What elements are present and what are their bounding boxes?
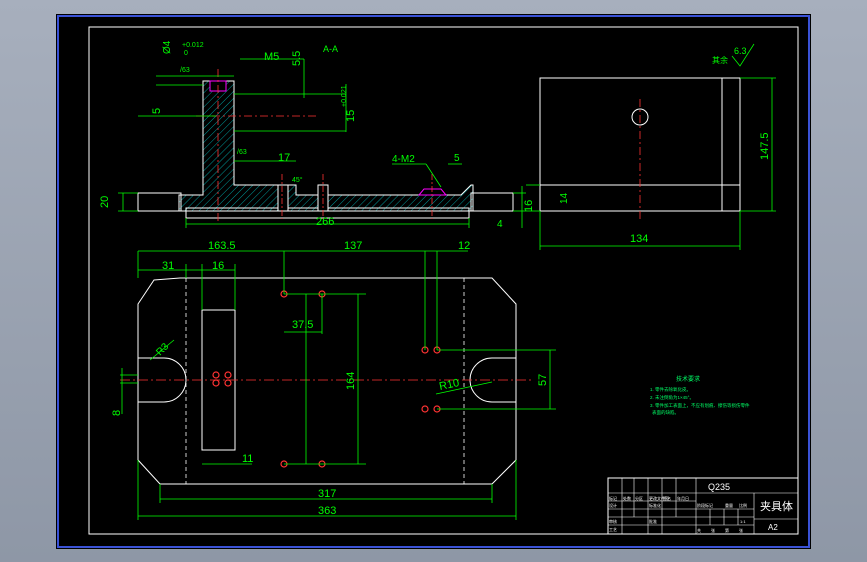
dim-d4-tol-lower: 0 [184,50,188,57]
side-hole [631,108,649,126]
dim-8: 8 [111,410,123,416]
tb-cell-13: 比例 [739,502,747,508]
dim-d4-tol-upper: +0.012 [182,42,204,49]
dim-d4-ref: /63 [180,67,190,74]
dim-15-tol: +0.021 [341,85,348,107]
dim-134: 134 [630,233,648,245]
tb-cell-4: 签名 [663,495,671,501]
right-lug [470,192,514,212]
inner-frame [88,26,799,535]
dim-137: 137 [344,240,362,252]
dim-15: 15 [345,110,357,122]
left-lug [137,192,182,212]
dim-m5: M5 [264,51,279,63]
dim-11: 11 [242,453,253,465]
dim-5-5: 5.5 [291,51,303,66]
title-block: Q235 夹具体 A2 标记 处数 分区 更改文件号 签名 年月日 设计 标准化… [607,477,799,535]
section-hole-1 [277,184,289,212]
dim-angle-ref: /63 [237,149,247,156]
dim-16: 16 [523,200,535,212]
section-label: A-A [323,44,338,54]
plan-view: 163.5 137 12 31 16 37.5 164 R3 R10 57 8 … [111,240,556,520]
dim-d4: Ø4 [162,40,173,54]
tb-cell-7: 标准化 [649,502,661,508]
tb-cell-16: 第 [725,527,729,533]
cad-drawing: Ø4 +0.012 0 /63 M5 5.5 A-A 5 15 +0.021 1… [57,15,810,548]
tb-cell-9: 工艺 [609,527,617,532]
dim-45: 45° [292,176,303,184]
dim-5: 5 [151,108,163,114]
dim-r3: R3 [154,341,171,358]
dim-266: 266 [316,216,334,228]
dim-16-plan: 16 [212,260,224,272]
dim-14: 14 [559,192,570,204]
left-u-slot [138,357,187,403]
hole-9 [212,371,220,379]
notes-title: 技术要求 [676,375,700,383]
tb-cell-0: 标记 [609,495,617,501]
roughness-symbol [731,43,755,67]
dim-17: 17 [278,152,290,164]
note-line-1: 1. 零件去除氧化皮。 [650,386,691,393]
tb-cell-5: 年月日 [677,495,689,501]
roughness-label: 其余 [712,55,728,65]
hole-7 [421,405,429,413]
dim-r10: R10 [438,377,460,393]
tb-cell-11: 阶段标记 [697,502,713,508]
roughness-value: 6.3 [734,46,747,56]
dim-147-5: 147.5 [759,132,771,160]
dim-12: 12 [458,240,470,252]
dim-164: 164 [345,372,357,390]
plan-outline [137,277,517,485]
section-hatch [178,80,474,212]
tb-cell-14: 共 [697,527,701,533]
title-scale: A2 [768,523,778,532]
tb-cell-18: 1:1 [740,519,746,524]
hole-12 [224,379,232,387]
tb-cell-12: 重量 [725,502,733,508]
title-part-name: 夹具体 [760,499,793,513]
dim-5b: 5 [454,153,460,164]
hole-10 [224,371,232,379]
tb-cell-2: 分区 [635,495,643,501]
dim-4b: 4 [497,219,503,230]
dim-163-5: 163.5 [208,240,236,252]
dim-20: 20 [99,196,111,208]
tb-cell-10: 批准 [649,518,657,524]
dim-31: 31 [162,260,174,272]
note-line-3: 3. 零件加工表面上，不应有划痕、擦伤等损伤零件 [650,402,750,409]
note-line-4: 表面的缺陷。 [652,409,679,416]
technical-notes: 技术要求 1. 零件去除氧化皮。 2. 未注倒角为1×45°。 3. 零件加工表… [650,375,750,416]
outer-border [57,15,810,548]
dim-37-5: 37.5 [292,319,313,331]
tb-cell-3: 更改文件号 [649,495,669,501]
section-thread-hole [417,188,448,196]
hole-11 [212,379,220,387]
dim-317: 317 [318,488,336,500]
note-line-2: 2. 未注倒角为1×45°。 [650,394,694,401]
dim-4-m2: 4-M2 [392,154,415,165]
dim-363: 363 [318,505,336,517]
tb-cell-8: 审核 [609,518,617,524]
tb-cell-17: 张 [739,527,743,533]
section-view: Ø4 +0.012 0 /63 M5 5.5 A-A 5 15 +0.021 1… [99,40,535,230]
dim-57: 57 [537,374,549,386]
side-view: 147.5 14 134 其余 6.3 [526,43,776,250]
title-material: Q235 [708,482,730,492]
tb-cell-6: 设计 [609,502,617,508]
drawing-sheet: Ø4 +0.012 0 /63 M5 5.5 A-A 5 15 +0.021 1… [56,14,811,549]
tb-cell-15: 张 [711,527,715,533]
tb-cell-1: 处数 [623,495,631,501]
